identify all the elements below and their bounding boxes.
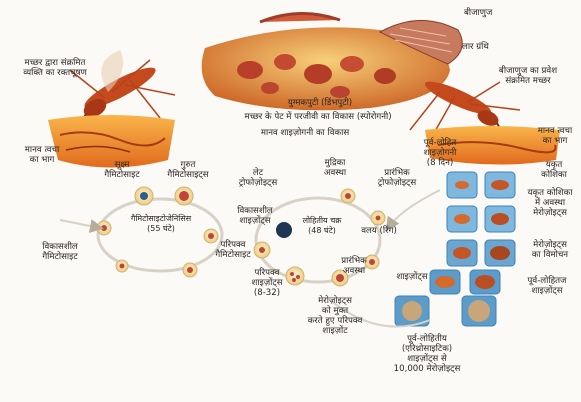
label-liver-stage-forms: यकृत कोशिका में अवस्था मेरोज़ोइट्स	[520, 188, 580, 218]
liver-to-blood-arrow	[388, 190, 440, 228]
label-developing-schizont: विकासशील शाइज़ोंट्स	[222, 206, 288, 226]
label-early-stage: प्रारंभिक अवस्था	[326, 256, 382, 276]
label-human-skin-right: मानव त्वचा का भाग	[530, 126, 580, 146]
label-late-trophozoites: लेट ट्रोफोज़ोइट्स	[222, 168, 294, 188]
label-mature-schizonts: परिपक्व शाइज़ोंट्स (8-32)	[236, 268, 298, 298]
label-schizonts: शाइज़ोंट्स	[382, 272, 442, 282]
label-ring-stage: वलय (रिंग)	[344, 226, 414, 236]
label-early-trophozoites: प्रारंभिक ट्रोफोज़ोइट्स	[362, 168, 432, 188]
label-liver-cell: यकृत कोशिका	[530, 160, 578, 180]
label-human-skin-left: मानव त्वचा का भाग	[12, 145, 72, 165]
label-salivary-gland: लार ग्रंथि	[462, 42, 489, 52]
label-mosquito-infected-blood: मच्छर द्वारा संक्रमित व्यक्ति का रक्तचूष…	[5, 58, 105, 78]
label-exo-erythrocytic: पूर्व-लोहितीय (एरिथ्रोसाइटिक) शाइज़ोंट्स…	[372, 334, 482, 374]
label-sporozoites: बीजाणुज	[464, 8, 492, 18]
label-erythrocytic-cycle: लोहितीय चक्र (48 घंटे)	[290, 216, 354, 236]
label-developing-gametocyte: विकासशील गैमिटोसाइट	[20, 242, 100, 262]
label-pre-erythrocytic-schizogony: पूर्व-लोहित शाइज़ोगनी (8 दिन)	[400, 138, 480, 168]
label-human-schizogony: मानव शाइज़ोगनी का विकास	[215, 128, 395, 138]
label-pre-erythrocytic-schizonts: पूर्व-लोहितज शाइज़ोंट्स	[514, 276, 580, 296]
label-merozoite-signet: मुद्रिका अवस्था	[306, 158, 364, 178]
label-sporozoite-entry: बीजाणुज का प्रवेश संक्रमित मच्छर	[478, 66, 578, 86]
label-oocyst: युग्मकपुटी (डिंभपुटी)	[255, 98, 385, 108]
gametocyte-arrow	[60, 220, 100, 228]
label-gametocyte-cycle: गैमिटोसाइटोजेनिसिस (55 घंटे)	[110, 214, 212, 234]
label-merozoites-released: मेरोज़ोइट्स को मुक्त करते हुए परिपक्व शा…	[290, 296, 380, 336]
label-mature-gametocyte: परिपक्व गैमिटोसाइट	[200, 240, 266, 260]
label-merozoites-release: मेरोज़ोइट्स का विमोचन	[520, 240, 580, 260]
liver-stage-tiles	[395, 172, 515, 326]
label-microgametocyte: सूक्ष्म गैमिटोसाइट	[92, 160, 152, 180]
label-parasite-development: मच्छर के पेट में परजीवी का विकास (स्पोरो…	[178, 112, 458, 122]
label-macrogametocyte: गुरुत गैमिटोसाइट्स	[152, 160, 224, 180]
mosquito-stomach	[202, 13, 463, 110]
